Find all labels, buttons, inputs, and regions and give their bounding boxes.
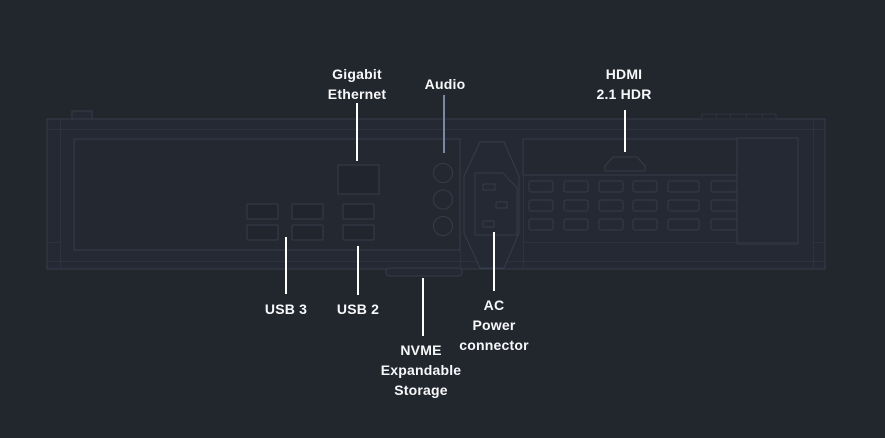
audio-jack (433, 216, 453, 236)
audio-jack (433, 189, 453, 210)
vent-slot (667, 218, 700, 231)
usb-port (342, 203, 375, 220)
vent-slot (528, 218, 554, 231)
vent-slot (528, 199, 554, 212)
vent-slot (563, 199, 589, 212)
ethernet-jack (337, 164, 380, 195)
inlet-pin-slot (482, 220, 495, 228)
vent-slot (710, 199, 738, 212)
usb-port (342, 224, 375, 241)
audio-jacks (433, 163, 453, 236)
nvme-bay (385, 267, 463, 277)
label-audio: Audio (424, 76, 466, 92)
label-hdmi: HDMI 2.1 HDR (596, 66, 652, 102)
vent-grid (528, 180, 738, 231)
label-gigabit-ethernet: Gigabit Ethernet (327, 66, 387, 102)
usb2-ports (342, 203, 375, 241)
vent-slot (598, 180, 624, 193)
vent-slot (667, 199, 700, 212)
audio-jack (433, 163, 453, 183)
inlet-pin-slot (495, 201, 508, 209)
usb3-ports (246, 203, 324, 241)
vent-slot (598, 199, 624, 212)
vent-slot (528, 180, 554, 193)
vent-slot (632, 199, 658, 212)
vent-slot (710, 218, 738, 231)
vent-slot (563, 180, 589, 193)
vent-slot (667, 180, 700, 193)
label-nvme: NVME Expandable Storage (380, 342, 462, 398)
usb-port (291, 203, 324, 220)
label-usb2: USB 2 (336, 301, 380, 317)
usb-port (246, 203, 279, 220)
vent-strip-frame (701, 113, 777, 120)
label-usb3: USB 3 (264, 301, 308, 317)
usb-port (246, 224, 279, 241)
top-right-vent-strip (701, 113, 777, 120)
hdmi-port (604, 156, 646, 172)
power-inlet-cutout (463, 141, 520, 269)
vent-slot (632, 218, 658, 231)
inlet-pin-slot (482, 183, 496, 191)
hdmi-jack (604, 156, 646, 172)
c14-inlet-body (474, 172, 518, 236)
vent-slot (710, 180, 738, 193)
usb-port (291, 224, 324, 241)
ac-power-inlet (463, 141, 520, 269)
ethernet-port (337, 164, 380, 195)
label-ac-power: AC Power connector (459, 297, 529, 353)
top-left-tab (71, 110, 93, 120)
vent-slot (563, 218, 589, 231)
nvme-bay-cover (385, 267, 463, 277)
callout-lines (285, 95, 626, 336)
vent-slot (598, 218, 624, 231)
vent-slot (632, 180, 658, 193)
